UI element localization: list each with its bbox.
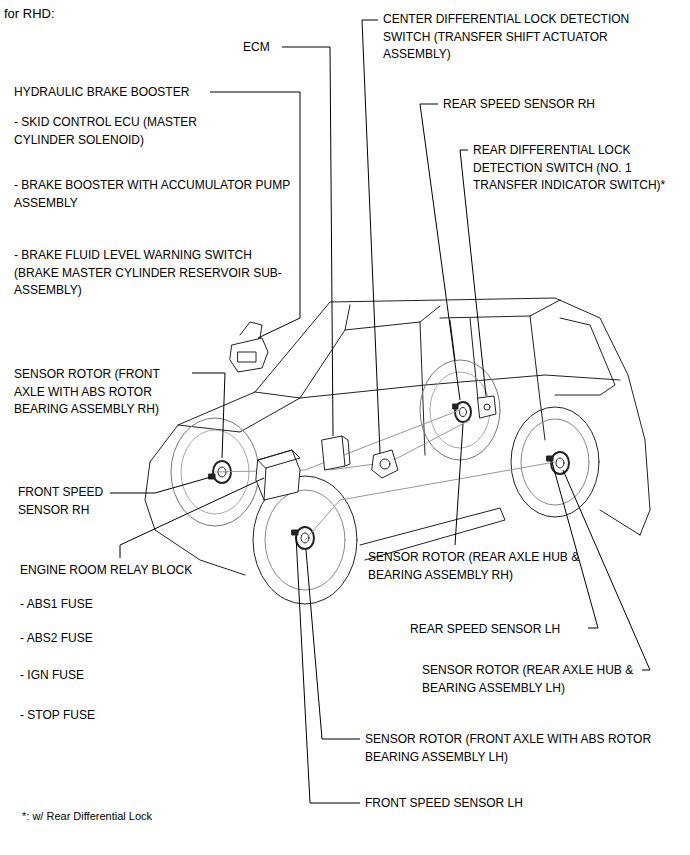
part-label: HYDRAULIC BRAKE BOOSTER [14, 84, 189, 102]
part-label: SENSOR ROTOR (FRONT AXLE WITH ABS ROTOR … [14, 366, 186, 419]
part-label: - BRAKE BOOSTER WITH ACCUMULATOR PUMP AS… [14, 177, 304, 212]
part-label: REAR SPEED SENSOR RH [443, 96, 595, 114]
heading: for RHD: [4, 5, 55, 23]
part-label: REAR DIFFERENTIAL LOCK DETECTION SWITCH … [473, 142, 678, 195]
part-label: ENGINE ROOM RELAY BLOCK [20, 562, 192, 580]
part-label: SENSOR ROTOR (REAR AXLE HUB & BEARING AS… [422, 662, 662, 697]
part-label: FRONT SPEED SENSOR RH [18, 484, 118, 519]
footnote: *: w/ Rear Differential Lock [22, 808, 152, 826]
part-label: ECM [243, 39, 270, 57]
part-label: - BRAKE FLUID LEVEL WARNING SWITCH (BRAK… [14, 247, 286, 300]
fuse-label: - IGN FUSE [20, 667, 84, 685]
fuse-label: - STOP FUSE [20, 707, 95, 725]
fuse-label: - ABS2 FUSE [20, 630, 93, 648]
part-label: REAR SPEED SENSOR LH [410, 621, 560, 639]
part-label: SENSOR ROTOR (REAR AXLE HUB & BEARING AS… [368, 549, 608, 584]
part-label: - SKID CONTROL ECU (MASTER CYLINDER SOLE… [14, 114, 254, 149]
part-label: CENTER DIFFERENTIAL LOCK DETECTION SWITC… [383, 11, 635, 64]
part-label: FRONT SPEED SENSOR LH [365, 795, 523, 813]
fuse-label: - ABS1 FUSE [20, 596, 93, 614]
part-label: SENSOR ROTOR (FRONT AXLE WITH ABS ROTOR … [365, 731, 660, 766]
